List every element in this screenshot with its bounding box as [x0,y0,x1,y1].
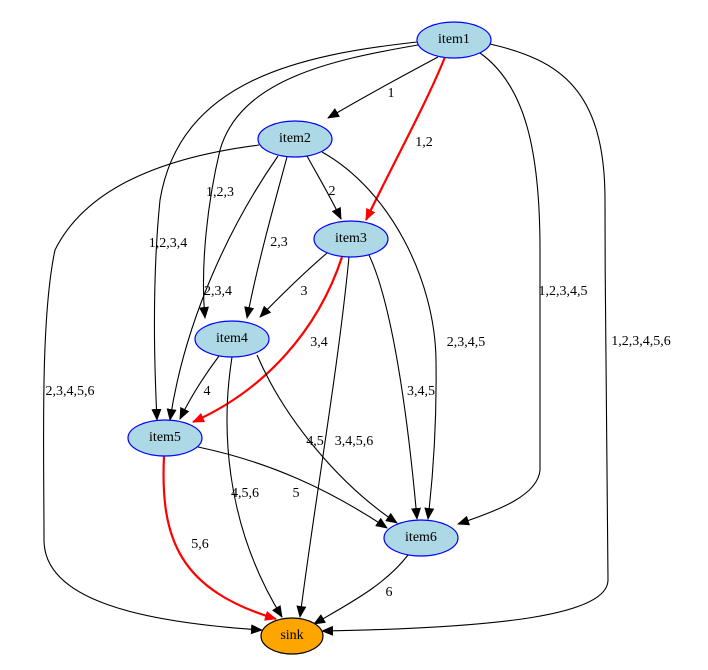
edge-line [198,44,419,319]
edge-item2-item6: 2,3,4,5 [321,151,486,520]
edge-label: 1,2,3,4 [149,236,188,251]
edge-item5-sink: 5,6 [162,455,277,621]
node-label: item6 [405,530,437,545]
edge-item4-item5: 4 [179,355,220,420]
edge-label: 3,4,5 [407,384,435,399]
node-label: item5 [149,430,181,445]
edges-layer: 1 1,2 1,2,3 1,2,3,4 1,2,3,4,5 1,2,3,4,5,6 2 2,3… [42,41,671,636]
node-shape [416,21,492,59]
edge-line [365,56,447,221]
edge-line [151,41,418,421]
node-item3[interactable]: item3 [313,220,389,258]
edge-item1-item3: 1,2 [365,56,447,221]
edge-label: 6 [386,585,393,600]
edge-label: 4 [204,384,211,399]
node-shape [260,617,324,655]
edge-item5-item6: 5 [197,446,388,529]
edge-item2-item3: 2 [306,155,342,220]
node-label: item4 [216,331,248,346]
edge-line [457,52,541,526]
node-shape [383,519,459,557]
edge-item1-item2: 1 [327,56,439,119]
edge-line [368,254,422,520]
edge-label: 1,2,3,4,5 [539,284,588,299]
edge-item1-item6: 1,2,3,4,5 [457,52,588,526]
edge-label: 1 [388,86,395,101]
edge-label: 2,3,4,5,6 [46,384,95,399]
edge-item4-item6: 4,5 [256,354,398,524]
edge-label: 5,6 [191,537,209,552]
edge-item2-sink: 2,3,4,5,6 [42,144,263,635]
edge-line [197,446,388,529]
edge-label: 2,3 [270,235,288,250]
nodes-layer: item1 item2 item3 item4 item5 item6 sink [127,21,492,655]
edge-label: 2,3,4 [204,284,232,299]
edge-label: 2,3,4,5 [447,335,486,350]
edge-label: 5 [293,486,300,501]
node-item4[interactable]: item4 [194,320,270,358]
edge-line [244,156,288,319]
node-label: item3 [335,231,367,246]
edge-item1-item4: 1,2,3 [198,44,419,319]
edge-label: 3,4,5,6 [335,434,374,449]
edge-label: 1,2 [415,135,433,150]
node-item1[interactable]: item1 [416,21,492,59]
edge-line [166,155,279,421]
node-sink[interactable]: sink [260,617,324,655]
edge-item2-item5: 2,3,4 [166,155,279,421]
edge-line [192,256,344,424]
edge-label: 1,2,3 [206,185,234,200]
edge-label: 1,2,3,4,5,6 [611,334,671,349]
edge-label: 3,4 [310,335,328,350]
node-item2[interactable]: item2 [257,120,333,158]
edge-line [42,144,263,635]
node-item6[interactable]: item6 [383,519,459,557]
node-label: item1 [438,32,470,47]
edge-line [256,354,398,524]
edge-label: 3 [301,284,308,299]
node-item5[interactable]: item5 [127,419,203,457]
node-label: sink [280,628,303,643]
node-shape [127,419,203,457]
edge-item3-item5: 3,4 [192,256,344,424]
edge-line [296,256,350,618]
edge-item3-item6: 3,4,5 [368,254,435,520]
edge-item3-item4: 3 [259,252,328,318]
node-label: item2 [279,131,311,146]
node-shape [194,320,270,358]
edge-label: 2 [329,184,336,199]
node-shape [257,120,333,158]
edge-line [327,56,439,119]
edge-line [321,43,609,636]
node-shape [313,220,389,258]
edge-item3-sink: 3,4,5,6 [296,256,374,618]
edge-line [306,155,342,220]
edge-item2-item4: 2,3 [244,156,288,319]
edge-line [313,554,409,625]
edge-line [321,151,437,520]
edge-label: 4,5,6 [231,486,259,501]
edge-item1-item5: 1,2,3,4 [149,41,418,421]
edge-line [162,455,277,621]
edge-item1-sink: 1,2,3,4,5,6 [321,43,671,636]
edge-line [259,252,328,318]
edge-item4-sink: 4,5,6 [226,356,283,618]
edge-line [226,356,283,618]
edge-label: 4,5 [306,434,324,449]
edge-line [179,355,220,420]
edge-item6-sink: 6 [313,554,409,625]
